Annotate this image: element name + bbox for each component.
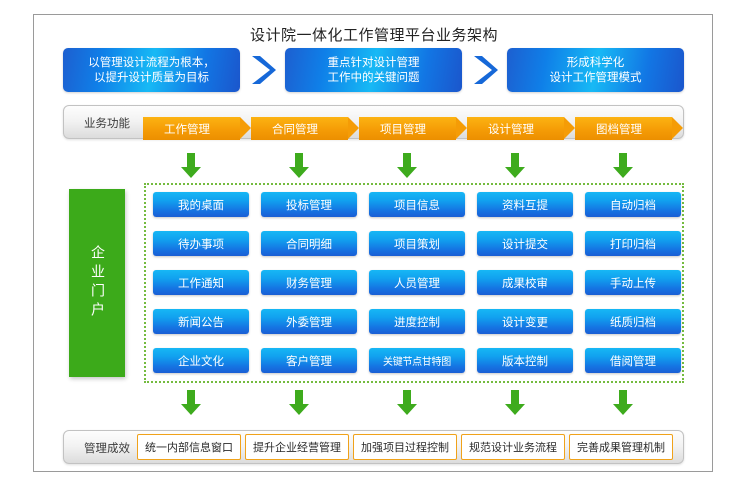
strategy-banner-1-line1: 以管理设计流程为根本，	[88, 55, 215, 69]
arrow-down-icon	[612, 390, 634, 416]
strategy-banner-3: 形成科学化 设计工作管理模式	[507, 48, 684, 92]
tab-work-management[interactable]: 工作管理	[143, 117, 251, 140]
arrow-down-icon	[504, 153, 526, 179]
arrow-down-icon	[180, 390, 202, 416]
strategy-banner-3-line1: 形成科学化	[566, 55, 625, 69]
arrow-down-icon	[396, 153, 418, 179]
chevron-right-icon	[470, 54, 500, 86]
module-print-archive[interactable]: 打印归档	[585, 231, 681, 256]
outcome-improve-operations: 提升企业经营管理	[245, 434, 349, 460]
module-outsourcing[interactable]: 外委管理	[261, 309, 357, 334]
module-work-notice[interactable]: 工作通知	[153, 270, 249, 295]
module-column-work: 我的桌面 待办事项 工作通知 新闻公告 企业文化	[153, 192, 249, 374]
strategy-banner-1-line2: 以提升设计质量为目标	[94, 70, 209, 84]
module-column-design: 资料互提 设计提交 成果校审 设计变更 版本控制	[477, 192, 573, 374]
module-column-archive: 自动归档 打印归档 手动上传 纸质归档 借阅管理	[585, 192, 681, 374]
module-design-submit[interactable]: 设计提交	[477, 231, 573, 256]
function-tabs: 工作管理 合同管理 项目管理 设计管理 图档管理	[34, 117, 714, 141]
arrow-down-icon	[504, 390, 526, 416]
enterprise-portal-label: 企业门户	[89, 245, 105, 321]
chevron-right-icon	[248, 54, 278, 86]
outcome-standardize-design-process: 规范设计业务流程	[461, 434, 565, 460]
enterprise-portal-panel: 企业门户	[69, 189, 125, 377]
module-finance[interactable]: 财务管理	[261, 270, 357, 295]
module-personnel[interactable]: 人员管理	[369, 270, 465, 295]
outcome-strengthen-project-control: 加强项目过程控制	[353, 434, 457, 460]
module-paper-archive[interactable]: 纸质归档	[585, 309, 681, 334]
module-todo-items[interactable]: 待办事项	[153, 231, 249, 256]
module-version-control[interactable]: 版本控制	[477, 348, 573, 373]
module-design-change[interactable]: 设计变更	[477, 309, 573, 334]
arrow-down-icon	[180, 153, 202, 179]
function-bar-label: 业务功能	[84, 116, 130, 130]
tab-design-management[interactable]: 设计管理	[467, 117, 575, 140]
module-news-bulletin[interactable]: 新闻公告	[153, 309, 249, 334]
outcome-unified-info-window: 统一内部信息窗口	[137, 434, 241, 460]
page-title: 设计院一体化工作管理平台业务架构	[249, 26, 498, 44]
effect-bar-label: 管理成效	[84, 441, 130, 455]
strategy-banner-1: 以管理设计流程为根本， 以提升设计质量为目标	[63, 48, 240, 92]
strategy-banner-row: 以管理设计流程为根本， 以提升设计质量为目标 重点针对设计管理 工作中的关键问题…	[34, 48, 714, 96]
module-bidding[interactable]: 投标管理	[261, 192, 357, 217]
strategy-banner-2-line1: 重点针对设计管理	[327, 55, 420, 69]
strategy-banner-2: 重点针对设计管理 工作中的关键问题	[285, 48, 462, 92]
module-manual-upload[interactable]: 手动上传	[585, 270, 681, 295]
module-auto-archive[interactable]: 自动归档	[585, 192, 681, 217]
module-column-project: 项目信息 项目策划 人员管理 进度控制 关键节点甘特图	[369, 192, 465, 374]
tab-contract-management[interactable]: 合同管理	[251, 117, 359, 140]
module-contract-detail[interactable]: 合同明细	[261, 231, 357, 256]
arrow-down-icon	[288, 153, 310, 179]
module-column-contract: 投标管理 合同明细 财务管理 外委管理 客户管理	[261, 192, 357, 374]
arrow-down-icon	[612, 153, 634, 179]
diagram-frame: 设计院一体化工作管理平台业务架构 以管理设计流程为根本， 以提升设计质量为目标 …	[33, 14, 713, 472]
module-progress-control[interactable]: 进度控制	[369, 309, 465, 334]
module-project-info[interactable]: 项目信息	[369, 192, 465, 217]
strategy-banner-3-line2: 设计工作管理模式	[549, 70, 642, 84]
module-data-exchange[interactable]: 资料互提	[477, 192, 573, 217]
module-grid: 我的桌面 待办事项 工作通知 新闻公告 企业文化 投标管理 合同明细 财务管理 …	[153, 192, 681, 374]
arrow-down-icon	[396, 390, 418, 416]
module-result-review[interactable]: 成果校审	[477, 270, 573, 295]
module-corp-culture[interactable]: 企业文化	[153, 348, 249, 373]
strategy-banner-2-line2: 工作中的关键问题	[327, 70, 420, 84]
module-my-desktop[interactable]: 我的桌面	[153, 192, 249, 217]
module-customer[interactable]: 客户管理	[261, 348, 357, 373]
module-project-plan[interactable]: 项目策划	[369, 231, 465, 256]
module-borrow-manage[interactable]: 借阅管理	[585, 348, 681, 373]
arrow-down-icon	[288, 390, 310, 416]
tab-archive-management[interactable]: 图档管理	[575, 117, 683, 140]
module-milestone-gantt[interactable]: 关键节点甘特图	[369, 348, 465, 373]
tab-project-management[interactable]: 项目管理	[359, 117, 467, 140]
outcome-perfect-result-management: 完善成果管理机制	[569, 434, 673, 460]
